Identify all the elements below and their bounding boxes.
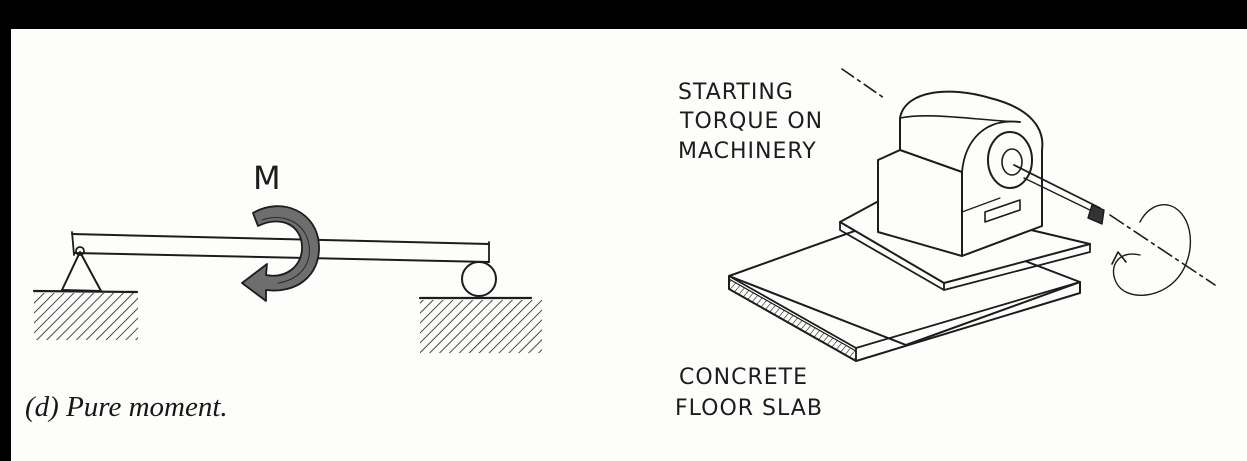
machine-housing xyxy=(877,90,1044,257)
machinery-diagram xyxy=(728,68,1216,362)
slab-label-line-2: FLOOR SLAB xyxy=(675,396,823,421)
torque-label-line-2: TORQUE ON xyxy=(679,109,823,134)
illustration: M xyxy=(32,68,1216,421)
torque-label: STARTING TORQUE ON MACHINERY xyxy=(678,80,823,164)
moment-arrow xyxy=(241,205,320,302)
roller-support xyxy=(418,261,542,353)
pin-support xyxy=(32,246,139,340)
figure-caption: (d) Pure moment. xyxy=(25,391,228,423)
beam xyxy=(71,231,490,263)
torque-indicator xyxy=(841,68,1216,296)
shaft xyxy=(1013,164,1105,225)
torque-label-line-3: MACHINERY xyxy=(678,139,817,164)
slab-label-line-1: CONCRETE xyxy=(679,365,808,390)
slab-label: CONCRETE FLOOR SLAB xyxy=(675,365,823,421)
torque-label-line-1: STARTING xyxy=(678,80,794,105)
figure-page: M xyxy=(11,29,1247,461)
beam-diagram xyxy=(32,205,542,353)
concrete-slab xyxy=(728,213,1081,362)
moment-label: M xyxy=(253,159,282,197)
